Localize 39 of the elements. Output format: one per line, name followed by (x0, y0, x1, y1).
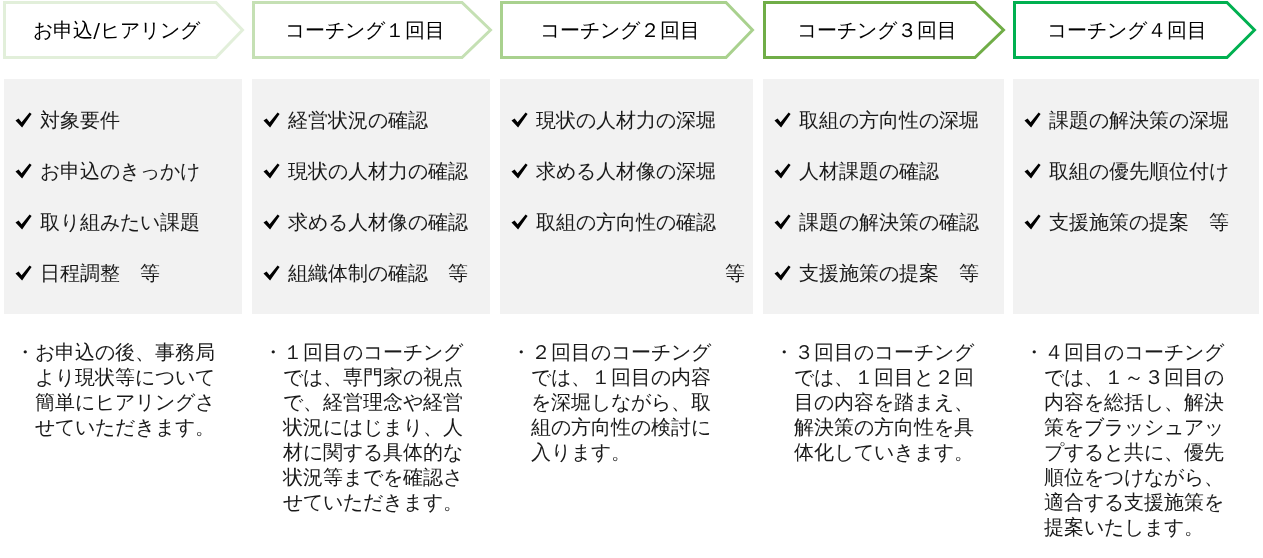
step-title: コーチング１回目 (283, 17, 446, 43)
checklist-item: 取り組みたい課題 (40, 208, 200, 235)
checklist-item: 課題の解決策の深堀 (1049, 106, 1229, 133)
step-title: お申込/ヒアリング (32, 17, 201, 43)
checklist-item: 取組の優先順位付け (1049, 157, 1229, 184)
description-text: ・４回目のコーチングでは、１～３回目の内容を総括し、解決策をブラッシュアップすると共に、優先順位をつけながら、適合する支援施策を提案いたします。 (1024, 340, 1225, 540)
checklist-item: 組織体制の確認 等 (288, 259, 468, 286)
note-text: 等 (725, 259, 745, 286)
chevron-step (500, 1, 754, 59)
checklist-item: 取組の方向性の確認 (536, 208, 716, 235)
checklist-item: 支援施策の提案 等 (1049, 208, 1229, 235)
checklist-item: 経営状況の確認 (288, 106, 428, 133)
checklist-item: 求める人材像の深堀 (536, 157, 716, 184)
step-title: コーチング３回目 (795, 17, 958, 43)
description-text: ・２回目のコーチングでは、１回目の内容を深堀しながら、取組の方向性の検討に入ります。 (511, 340, 712, 465)
checklist-item: 人材課題の確認 (799, 157, 939, 184)
checklist-panel (1013, 79, 1259, 314)
checklist-panel (500, 79, 753, 314)
checklist-item: 求める人材像の確認 (288, 208, 468, 235)
checklist-panel (763, 79, 1004, 314)
chevron-step (252, 1, 492, 59)
checklist-item: 対象要件 (40, 106, 120, 133)
step-title: コーチング２回目 (539, 17, 701, 43)
chevron-step (3, 1, 244, 59)
checklist-item: 取組の方向性の深堀 (799, 106, 979, 133)
checklist-panel (252, 79, 490, 314)
description-text: ・１回目のコーチングでは、専門家の視点で、経営理念や経営状況にはじまり、人材に関する具体的な状況等までを確認させていただきます。 (263, 340, 464, 515)
description-text: ・３回目のコーチングでは、１回目と２回目の内容を踏まえ、解決策の方向性を具体化していきます。 (774, 340, 975, 465)
description-text: ・お申込の後、事務局より現状等について簡単にヒアリングさせていただきます。 (15, 340, 216, 440)
checklist-panel (4, 79, 242, 314)
checklist-item: 現状の人材力の確認 (288, 157, 468, 184)
step-title: コーチング４回目 (1046, 17, 1209, 43)
checklist-item: お申込のきっかけ (40, 157, 200, 184)
checklist-item: 課題の解決策の確認 (799, 208, 979, 235)
chevron-step (763, 1, 1005, 59)
checklist-item: 現状の人材力の深堀 (536, 106, 716, 133)
checklist-item: 支援施策の提案 等 (799, 259, 979, 286)
checklist-item: 日程調整 等 (40, 259, 160, 286)
chevron-step (1013, 1, 1256, 59)
